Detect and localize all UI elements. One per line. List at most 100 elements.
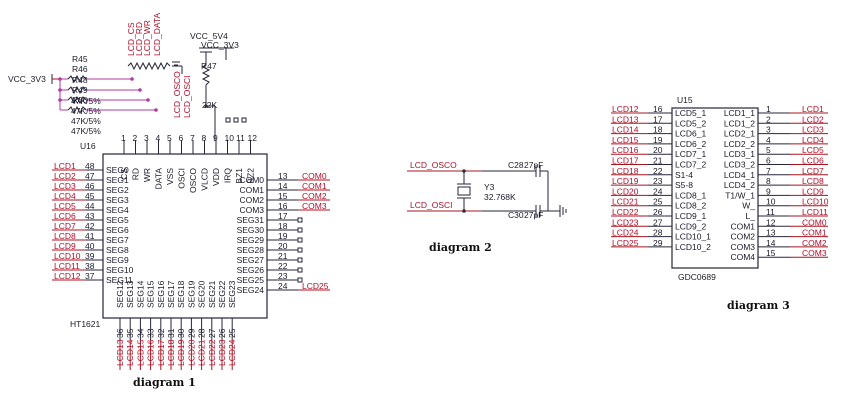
left-pin-name: SEG4 [106,205,129,215]
d3-right-pin-number: 10 [766,197,776,207]
d3-right-pin-name: COM4 [730,252,755,262]
d3-right-net-label: LCD10 [802,197,829,207]
left-pin-number: 45 [85,191,95,201]
d3-left-pin-name: LCD9_1 [675,211,706,221]
left-net-label: LCD3 [54,181,76,191]
right-pin-number: 24 [278,281,288,291]
d3-right-net-label: LCD4 [802,135,824,145]
left-pin-number: 39 [85,251,95,261]
d3-right-pin-number: 12 [766,217,776,227]
d3-left-pin-name: S5-8 [675,180,693,190]
d3-left-pin-number: 21 [653,156,663,166]
right-pin-name: SEG31 [237,215,265,225]
d3-left-net-label: LCD18 [612,166,639,176]
d3-right-pin-name: T1/W_1 [725,190,755,200]
c28-value: 27pF [524,160,543,170]
d3-left-net-label: LCD13 [612,114,639,124]
d3-left-pin-name: LCD8_1 [675,190,706,200]
bottom-pin-number: 28 [197,328,207,338]
left-pin-number: 37 [85,271,95,281]
d3-right-net-label: LCD1 [802,104,824,114]
right-pin-name: COM3 [239,205,264,215]
right-net-label: COM3 [302,201,327,211]
right-net-label: COM1 [302,181,327,191]
d3-right-pin-number: 6 [766,156,771,166]
d3-right-pin-name: COM2 [730,232,755,242]
d3-right-net-label: LCD8 [802,176,824,186]
d3-right-net-label: LCD5 [802,145,824,155]
bottom-pin-number: 29 [186,328,196,338]
d3-right-net-label: LCD9 [802,186,824,196]
d3-left-pin-name: LCD5_2 [675,118,706,128]
bottom-net-label: LCD13 [115,339,125,366]
bottom-pin-number: 33 [146,328,156,338]
left-net-label: LCD1 [54,161,76,171]
d3-left-pin-name: LCD6_2 [675,139,706,149]
top-pin-number: 7 [190,133,195,143]
unused-pin-pad [297,277,303,283]
left-pin-name: SEG3 [106,195,129,205]
d3-left-pin-number: 29 [653,238,663,248]
resistor-r48-label: R48 [72,75,88,85]
d3-left-net-label: LCD12 [612,104,639,114]
left-pin-number: 38 [85,261,95,271]
bottom-net-label: LCD19 [176,339,186,366]
resistor-value-1: 47K/5% [71,96,101,106]
resistor-r50-label: R50 [72,95,88,105]
right-pin-number: 16 [278,201,288,211]
right-pin-name: SEG29 [237,235,265,245]
d3-left-pin-number: 16 [653,104,663,114]
bottom-pin-name: SEG19 [186,280,196,308]
left-pin-number: 47 [85,171,95,181]
right-pin-name: SEG30 [237,225,265,235]
right-net-label: COM2 [302,191,327,201]
bottom-pin-name: SEG21 [207,280,217,308]
right-pin-number: 17 [278,211,288,221]
d3-left-pin-number: 27 [653,217,663,227]
d3-right-pin-number: 7 [766,166,771,176]
bottom-net-label: LCD18 [166,339,176,366]
d3-right-pin-number: 3 [766,125,771,135]
chip-part-gdc0689: GDC0689 [678,272,716,282]
d3-right-pin-name: LCD2_1 [724,129,755,139]
diagram1-top-pins: 1CS2RD3WR4DATA5VSS6OSCI7OSCO8VLCD9VDD10I… [119,133,257,193]
d3-left-pin-name: LCD8_2 [675,201,706,211]
top-pin-number: 3 [144,133,149,143]
left-pin-number: 41 [85,231,95,241]
left-pin-name: SEG0 [106,165,129,175]
bottom-pin-name: SEG17 [166,280,176,308]
unused-pin-pad [297,227,303,233]
left-net-label: LCD10 [54,251,81,261]
resistor-r46-label: R46 [72,64,88,74]
bottom-pin-number: 32 [156,328,166,338]
top-pin-name: VLCD [200,168,210,191]
d3-left-pin-name: LCD7_1 [675,149,706,159]
left-pin-name: SEG8 [106,245,129,255]
d3-right-pin-name: L_ [746,211,756,221]
c30-label: C30 [508,210,524,220]
left-pin-name: SEG7 [106,235,129,245]
net-lcd-rd: LCD_RD [134,22,144,56]
d3-right-pin-name: LCD2_2 [724,139,755,149]
d3-right-net-label: LCD11 [802,207,828,217]
left-pin-number: 43 [85,211,95,221]
net-lcd-data: LCD_DATA [152,13,162,56]
bottom-pin-number: 27 [207,328,217,338]
d3-right-pin-name: LCD4_1 [724,170,755,180]
crystal-value: 32.768K [484,192,516,202]
right-pin-number: 18 [278,221,288,231]
d3-left-pin-number: 18 [653,125,663,135]
d3-right-pin-name: LCD1_1 [724,108,755,118]
chip-ref-u16: U16 [80,141,96,151]
d3-right-net-label: COM0 [802,217,827,227]
d3-left-net-label: LCD16 [612,145,639,155]
left-pin-number: 40 [85,241,95,251]
bottom-net-label: LCD22 [207,339,217,366]
top-pin-number: 6 [179,133,184,143]
d3-right-pin-number: 13 [766,228,776,238]
d3-right-net-label: LCD2 [802,114,824,124]
left-pin-number: 42 [85,221,95,231]
left-pin-name: SEG6 [106,225,129,235]
d3-right-pin-number: 15 [766,248,776,258]
